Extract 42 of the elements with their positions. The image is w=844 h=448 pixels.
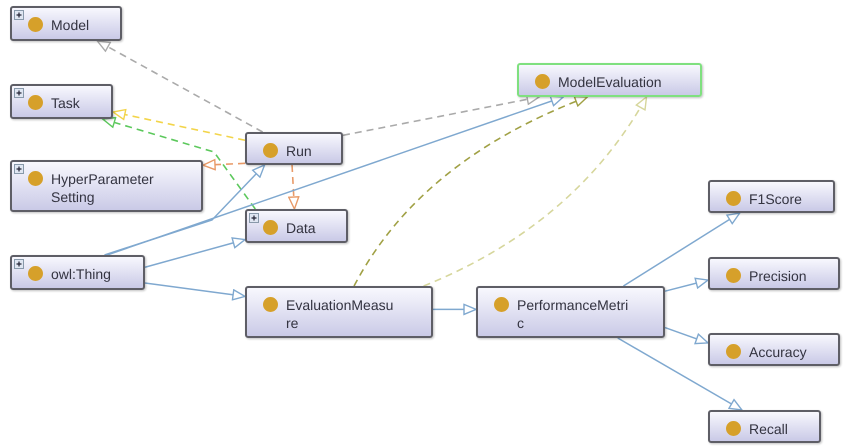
arrow bbox=[623, 212, 740, 287]
class-name: Task bbox=[51, 94, 80, 112]
class-name: Recall bbox=[749, 420, 788, 438]
class-node bbox=[10, 255, 145, 290]
class-name: HyperParameterSetting bbox=[51, 170, 155, 206]
arrow bbox=[423, 96, 648, 287]
class-name: Model bbox=[51, 16, 90, 34]
arrow bbox=[202, 158, 246, 170]
arrow bbox=[144, 237, 246, 268]
class-node bbox=[708, 257, 840, 290]
class-name: F1Score bbox=[749, 190, 802, 208]
arrow bbox=[664, 278, 709, 292]
arrow bbox=[102, 116, 256, 210]
arrow bbox=[106, 96, 564, 256]
arrow bbox=[617, 337, 743, 411]
class-node bbox=[517, 63, 702, 97]
class-name: ModelEvaluation bbox=[558, 73, 662, 91]
arrow bbox=[353, 96, 588, 286]
class-node bbox=[245, 209, 348, 243]
class-name: EvaluationMeasure bbox=[286, 296, 394, 332]
class-node bbox=[10, 6, 122, 41]
class-node bbox=[245, 132, 343, 165]
class-name: Accuracy bbox=[749, 343, 807, 361]
class-node bbox=[708, 180, 835, 213]
arrow bbox=[433, 304, 477, 316]
class-node bbox=[10, 84, 113, 119]
arrow bbox=[104, 164, 266, 256]
arrow bbox=[112, 108, 246, 142]
class-name: Run bbox=[286, 142, 312, 160]
class-name: PerformanceMetric bbox=[517, 296, 629, 332]
arrow bbox=[96, 40, 264, 133]
arrow bbox=[288, 164, 300, 210]
class-node bbox=[10, 160, 203, 212]
class-node bbox=[476, 286, 665, 338]
class-name: Data bbox=[286, 219, 316, 237]
class-node bbox=[708, 333, 840, 366]
arrow bbox=[144, 282, 246, 300]
class-name: owl:Thing bbox=[51, 265, 111, 283]
class-node bbox=[245, 286, 433, 338]
arrow bbox=[664, 326, 709, 344]
class-node bbox=[708, 410, 821, 443]
class-name: Precision bbox=[749, 267, 807, 285]
